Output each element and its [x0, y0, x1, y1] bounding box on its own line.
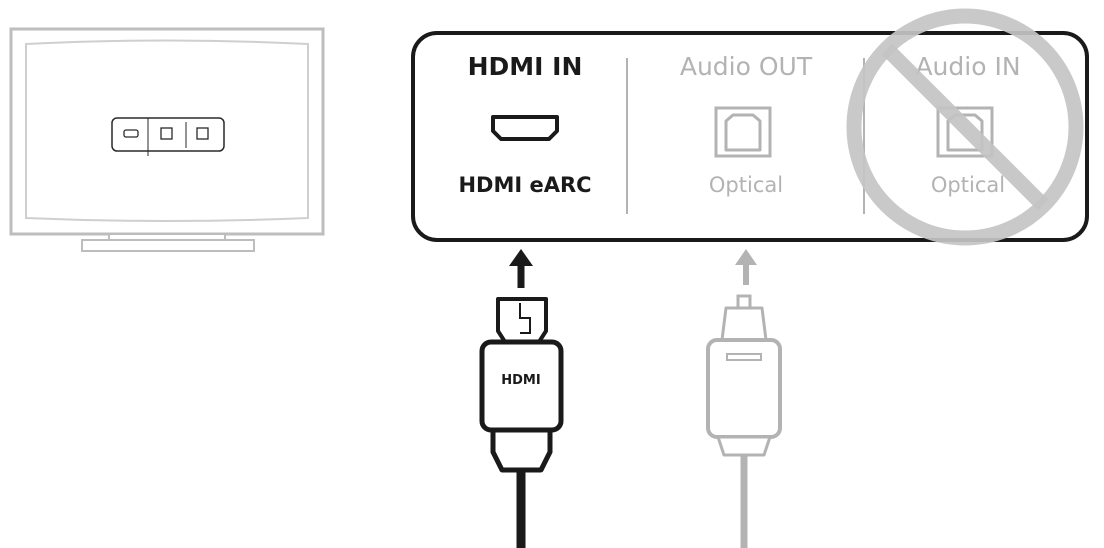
audio-out-port-label: Optical	[709, 173, 783, 197]
audio-in-title: Audio IN	[915, 52, 1020, 81]
hdmi-in-title: HDMI IN	[468, 52, 583, 81]
optical-port-icon	[714, 106, 772, 158]
hdmi-plug-icon: HDMI	[479, 297, 564, 548]
optical-plug-icon	[706, 294, 782, 548]
hdmi-plug-label: HDMI	[501, 373, 540, 388]
audio-out-title: Audio OUT	[680, 52, 813, 81]
arrow-up-icon	[509, 249, 533, 288]
tv-mini-panel	[111, 117, 225, 156]
tv-icon	[9, 27, 325, 252]
hdmi-port-icon	[491, 115, 559, 141]
hdmi-in-port-label: HDMI eARC	[458, 173, 591, 197]
arrow-up-icon	[735, 249, 757, 285]
audio-in-port-label: Optical	[931, 173, 1005, 197]
prohibited-icon	[846, 8, 1084, 246]
connector-panel: HDMI IN HDMI eARC Audio OUT Optical Audi…	[411, 31, 1089, 242]
